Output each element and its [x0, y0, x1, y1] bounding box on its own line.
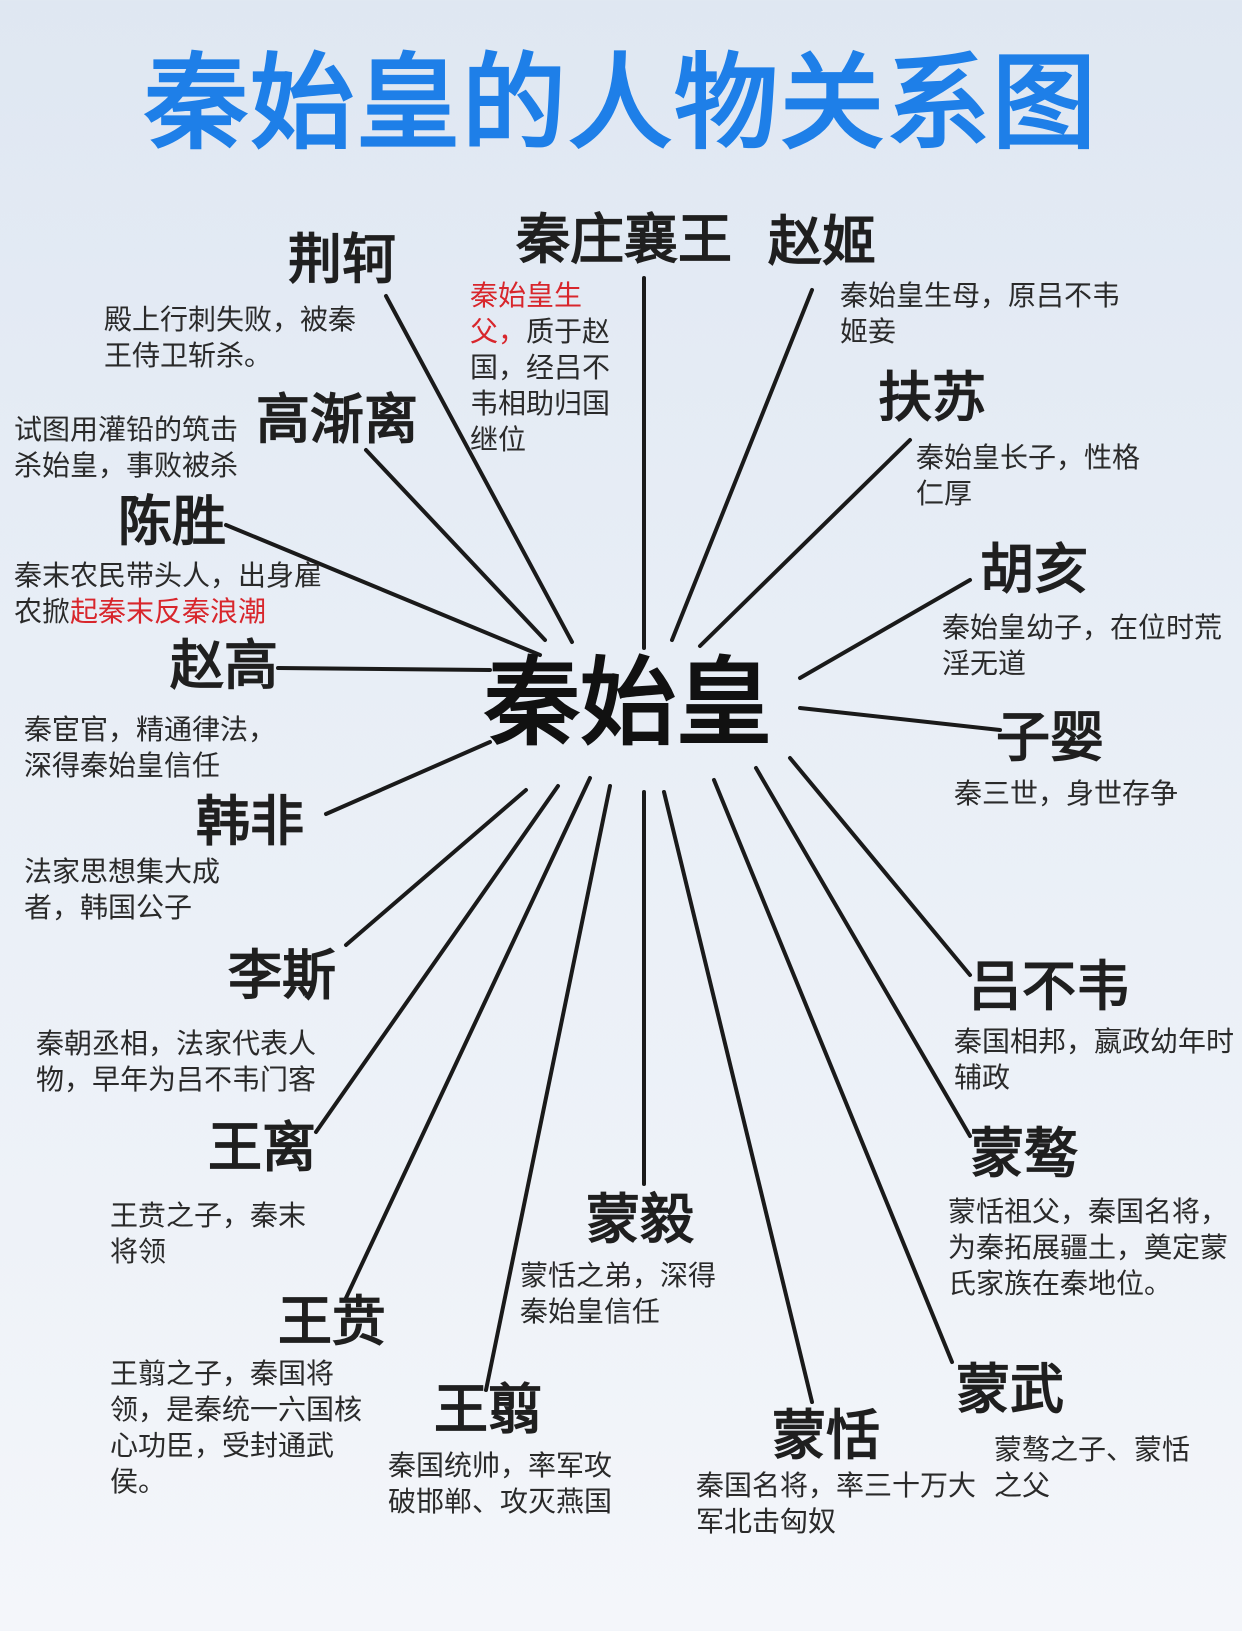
person-name-mengtian: 蒙恬 [772, 1404, 880, 1467]
person-desc-mengyi: 蒙恬之弟，深得秦始皇信任 [520, 1259, 717, 1328]
person-desc-wangben: 王翦之子，秦国将领，是秦统一六国核心功臣，受封通武侯。 [110, 1357, 363, 1498]
line-mengao [754, 766, 972, 1138]
line-jingke [384, 294, 574, 644]
person-desc-ziying: 秦三世，身世存争 [954, 777, 1179, 810]
line-ziying [798, 706, 1002, 732]
line-mengtian [662, 790, 814, 1404]
person-name-ziying: 子婴 [996, 706, 1104, 769]
person-desc-mengtian: 秦国名将，率三十万大军北击匈奴 [696, 1469, 977, 1538]
line-lvbuwei [788, 756, 972, 977]
person-desc-lisi: 秦朝丞相，法家代表人物，早年为吕不韦门客 [36, 1027, 317, 1096]
person-desc-lvbuwei: 秦国相邦，嬴政幼年时辅政 [954, 1025, 1235, 1094]
person-name-lvbuwei: 吕不韦 [968, 955, 1130, 1018]
person-name-huhai: 胡亥 [980, 538, 1088, 601]
line-gaojianli [364, 448, 547, 642]
person-name-lisi: 李斯 [228, 944, 336, 1007]
center-person-qinshihuang: 秦始皇 [484, 647, 772, 759]
person-desc-gaojianli: 试图用灌铅的筑击杀始皇，事败被杀 [14, 413, 239, 482]
page-title: 秦始皇的人物关系图 [143, 42, 1098, 164]
person-desc-huhai: 秦始皇幼子，在位时荒淫无道 [942, 611, 1223, 680]
person-desc-zhaoji: 秦始皇生母，原吕不韦姬妾 [840, 279, 1121, 348]
person-name-mengwu: 蒙武 [956, 1358, 1064, 1421]
person-desc-zhuangxiang-text: 质于赵国，经吕不韦相助归国继位 [470, 315, 611, 456]
person-desc-chensheng-text: 秦末农民带头人，出身雇农掀 [14, 559, 323, 628]
person-name-zhuangxiang: 秦庄襄王 [516, 208, 732, 271]
person-desc-wangli: 王贲之子，秦末将领 [110, 1199, 307, 1268]
line-hanfei [324, 740, 492, 816]
person-desc-fusu: 秦始皇长子，性格仁厚 [916, 441, 1141, 510]
person-desc-jingke: 殿上行刺失败，被秦王侍卫斩杀。 [104, 303, 357, 372]
person-desc-zhaogao: 秦宦官，精通律法，深得秦始皇信任 [24, 713, 277, 782]
person-name-wangli: 王离 [208, 1116, 316, 1179]
person-desc-chensheng: 秦末农民带头人，出身雇农掀起秦末反秦浪潮 [14, 558, 334, 630]
person-name-zhaogao: 赵高 [170, 634, 278, 697]
person-name-mengyi: 蒙毅 [586, 1188, 694, 1251]
person-name-zhaoji: 赵姬 [768, 210, 876, 273]
person-desc-zhuangxiang-highlight: 秦始皇生父， [470, 279, 583, 348]
person-name-jingke: 荆轲 [288, 228, 396, 291]
line-huhai [798, 578, 972, 680]
person-desc-mengao: 蒙恬祖父，秦国名将，为秦拓展疆土，奠定蒙氏家族在秦地位。 [948, 1195, 1229, 1300]
person-desc-mengwu: 蒙骜之子、蒙恬之父 [994, 1433, 1191, 1502]
line-zhaoji [670, 288, 814, 642]
line-wangjian [484, 784, 612, 1392]
person-desc-hanfei: 法家思想集大成者，韩国公子 [24, 855, 221, 924]
person-name-wangben: 王贲 [278, 1290, 386, 1353]
person-desc-chensheng-highlight: 起秦末反秦浪潮 [70, 595, 267, 628]
line-wangli [314, 784, 560, 1134]
person-name-wangjian: 王翦 [434, 1378, 542, 1441]
person-name-fusu: 扶苏 [878, 366, 986, 429]
line-mengwu [712, 778, 954, 1364]
person-desc-zhuangxiang: 秦始皇生父，质于赵国，经吕不韦相助归国继位 [470, 278, 624, 458]
line-lisi [344, 788, 528, 947]
person-desc-wangjian: 秦国统帅，率军攻破邯郸、攻灭燕国 [388, 1449, 613, 1518]
line-wangben [344, 776, 592, 1300]
person-name-mengao: 蒙骜 [970, 1122, 1078, 1185]
person-name-chensheng: 陈胜 [118, 490, 226, 553]
line-zhaogao [276, 666, 492, 672]
person-name-hanfei: 韩非 [196, 790, 304, 853]
line-chensheng [224, 523, 542, 657]
person-name-gaojianli: 高渐离 [256, 388, 418, 451]
line-fusu [698, 438, 912, 648]
